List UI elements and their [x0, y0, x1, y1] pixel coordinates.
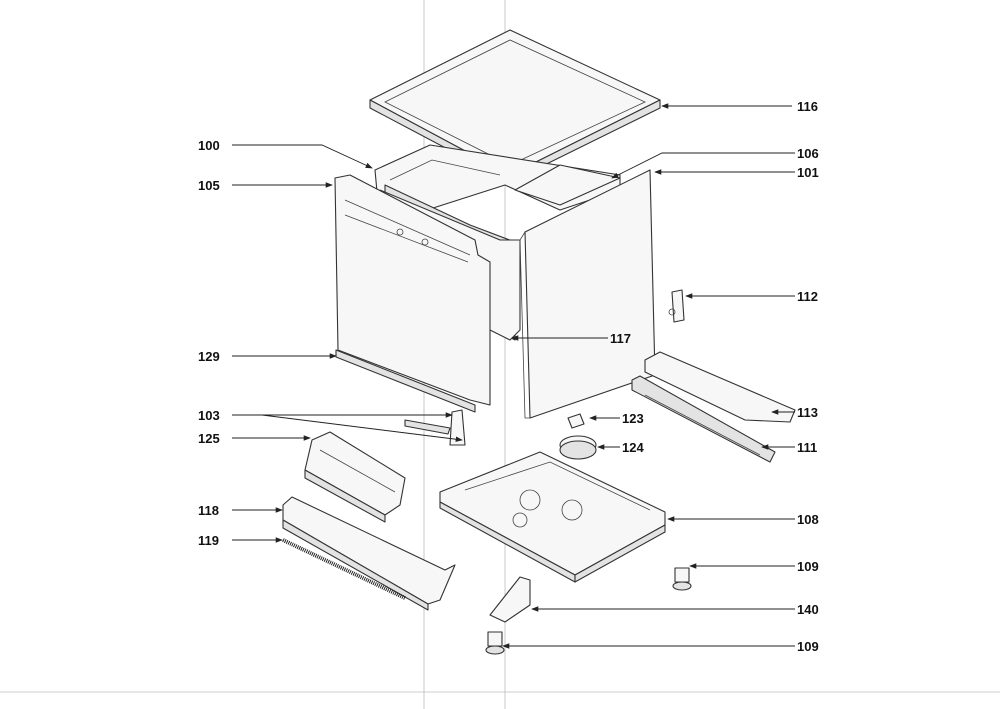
callout-101: 101 — [797, 165, 819, 180]
part-103-latch — [404, 409, 466, 446]
callout-112: 112 — [797, 289, 818, 304]
part-123-clip — [567, 413, 585, 429]
callout-109-lower: 109 — [797, 639, 819, 654]
part-124-cap — [559, 435, 597, 460]
callout-103: 103 — [198, 408, 220, 423]
callout-125: 125 — [198, 431, 220, 446]
callout-116: 116 — [797, 99, 818, 114]
part-140-bracket — [489, 576, 531, 623]
callout-140: 140 — [797, 602, 819, 617]
callout-124: 124 — [622, 440, 644, 455]
callout-labels: 116 100 106 105 101 112 117 129 113 103 … — [198, 99, 819, 654]
part-109-foot-right — [672, 567, 692, 591]
part-111-rail — [631, 375, 776, 463]
part-108-base — [439, 451, 666, 583]
part-112-bracket — [668, 289, 685, 323]
callout-106: 106 — [797, 146, 819, 161]
callout-119: 119 — [198, 533, 219, 548]
callout-118: 118 — [198, 503, 219, 518]
leader-lines — [232, 103, 795, 649]
callout-109-upper: 109 — [797, 559, 819, 574]
callout-113: 113 — [797, 405, 818, 420]
part-109-foot-left — [485, 631, 505, 655]
callout-100: 100 — [198, 138, 220, 153]
part-125-control-unit — [304, 431, 406, 523]
callout-105: 105 — [198, 178, 220, 193]
part-113-trim — [644, 351, 796, 423]
callout-123: 123 — [622, 411, 644, 426]
callout-108: 108 — [797, 512, 819, 527]
part-105-door-panel — [334, 174, 491, 406]
callout-117: 117 — [610, 331, 631, 346]
callout-111: 111 — [797, 440, 817, 455]
callout-129: 129 — [198, 349, 220, 364]
part-119-seal-strip — [282, 538, 406, 600]
part-118-kickplate — [282, 496, 456, 611]
